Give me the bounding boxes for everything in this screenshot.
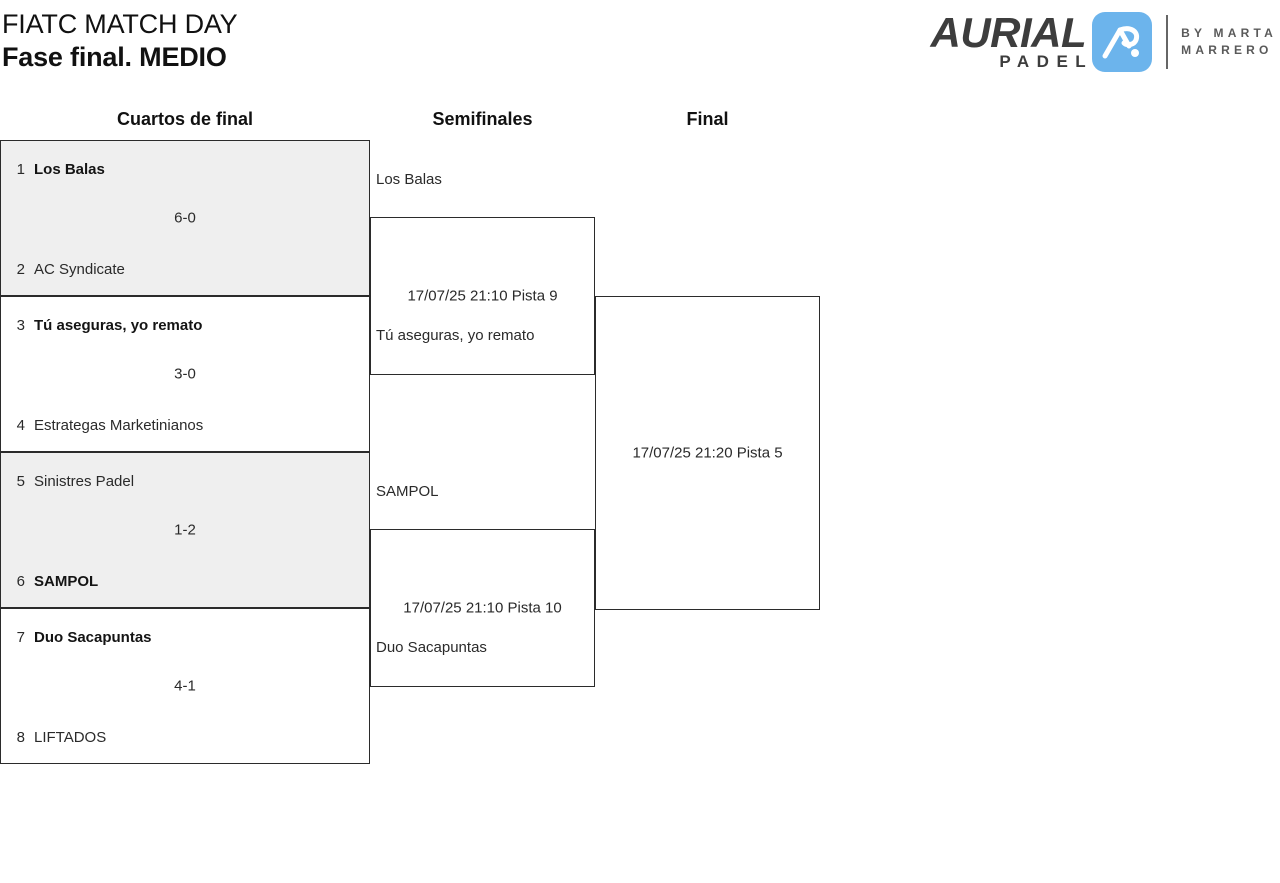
logo-brand-text: AURIAL <box>930 8 1087 56</box>
semifinal-1-team-top[interactable]: Los Balas <box>376 171 442 188</box>
match-box-semifinal-1[interactable]: 17/07/25 21:10 Pista 9 <box>370 217 595 375</box>
semifinal-2-team-top[interactable]: SAMPOL <box>376 483 439 500</box>
page-title-primary: FIATC MATCH DAY <box>2 9 238 39</box>
match-team-top[interactable]: 7 Duo Sacapuntas <box>1 626 369 648</box>
logo-divider <box>1166 15 1169 69</box>
seed-number: 8 <box>16 728 25 746</box>
match-team-top[interactable]: 3 Tú aseguras, yo remato <box>1 314 369 336</box>
logo-byline-line1: BY MARTA <box>1181 26 1277 40</box>
round-header-final: Final <box>686 109 729 129</box>
round-header-quarterfinals: Cuartos de final <box>116 109 254 129</box>
match-score: 1-2 <box>174 521 196 539</box>
logo-subbrand-text: PADEL <box>999 51 1094 71</box>
match-team-bottom[interactable]: 4 Estrategas Marketinianos <box>1 414 369 436</box>
aurial-padel-logo: AURIAL PADEL BY MARTA MARRERO <box>931 8 1277 76</box>
seed-number: 3 <box>16 316 25 334</box>
match-score: 6-0 <box>174 209 196 227</box>
match-team-bottom[interactable]: 8 LIFTADOS <box>1 726 369 748</box>
team-name: Sinistres Padel <box>34 472 135 490</box>
match-schedule: 17/07/25 21:10 Pista 9 <box>407 287 558 305</box>
seed-number: 6 <box>16 572 25 590</box>
title-block: FIATC MATCH DAY Fase final. MEDIO <box>2 8 238 74</box>
team-name: Duo Sacapuntas <box>34 628 152 646</box>
seed-number: 5 <box>16 472 25 490</box>
match-box-quarterfinal-4[interactable]: 7 Duo Sacapuntas 4-1 8 LIFTADOS <box>0 608 370 764</box>
team-name: AC Syndicate <box>34 260 125 278</box>
match-score: 3-0 <box>174 365 196 383</box>
logo-badge-icon <box>1092 12 1153 72</box>
logo-byline: BY MARTA MARRERO <box>1181 25 1277 59</box>
page-title-secondary: Fase final. MEDIO <box>2 42 227 72</box>
match-team-bottom[interactable]: 2 AC Syndicate <box>1 258 369 280</box>
semifinal-2-team-bottom[interactable]: Duo Sacapuntas <box>376 639 487 656</box>
match-score: 4-1 <box>174 677 196 695</box>
match-box-final[interactable]: 17/07/25 21:20 Pista 5 <box>595 296 820 610</box>
match-team-top[interactable]: 5 Sinistres Padel <box>1 470 369 492</box>
match-box-quarterfinal-1[interactable]: 1 Los Balas 6-0 2 AC Syndicate <box>0 140 370 296</box>
seed-number: 7 <box>16 628 25 646</box>
team-name: Estrategas Marketinianos <box>34 416 204 434</box>
match-team-bottom[interactable]: 6 SAMPOL <box>1 570 369 592</box>
page-header: FIATC MATCH DAY Fase final. MEDIO AURIAL… <box>0 0 1280 92</box>
match-schedule: 17/07/25 21:10 Pista 10 <box>403 599 562 617</box>
round-header-semifinals: Semifinales <box>432 109 533 129</box>
semifinal-1-team-bottom[interactable]: Tú aseguras, yo remato <box>376 327 535 344</box>
match-team-top[interactable]: 1 Los Balas <box>1 158 369 180</box>
team-name: LIFTADOS <box>34 728 107 746</box>
logo-wordmark: AURIAL PADEL <box>930 8 1087 72</box>
seed-number: 1 <box>16 160 25 178</box>
match-box-quarterfinal-3[interactable]: 5 Sinistres Padel 1-2 6 SAMPOL <box>0 452 370 608</box>
team-name: SAMPOL <box>34 572 99 590</box>
logo-byline-line2: MARRERO <box>1181 43 1273 57</box>
team-name: Los Balas <box>34 160 105 178</box>
match-box-semifinal-2[interactable]: 17/07/25 21:10 Pista 10 <box>370 529 595 687</box>
seed-number: 4 <box>16 416 25 434</box>
match-box-quarterfinal-2[interactable]: 3 Tú aseguras, yo remato 3-0 4 Estratega… <box>0 296 370 452</box>
match-schedule: 17/07/25 21:20 Pista 5 <box>632 444 783 462</box>
team-name: Tú aseguras, yo remato <box>34 316 203 334</box>
seed-number: 2 <box>16 260 25 278</box>
